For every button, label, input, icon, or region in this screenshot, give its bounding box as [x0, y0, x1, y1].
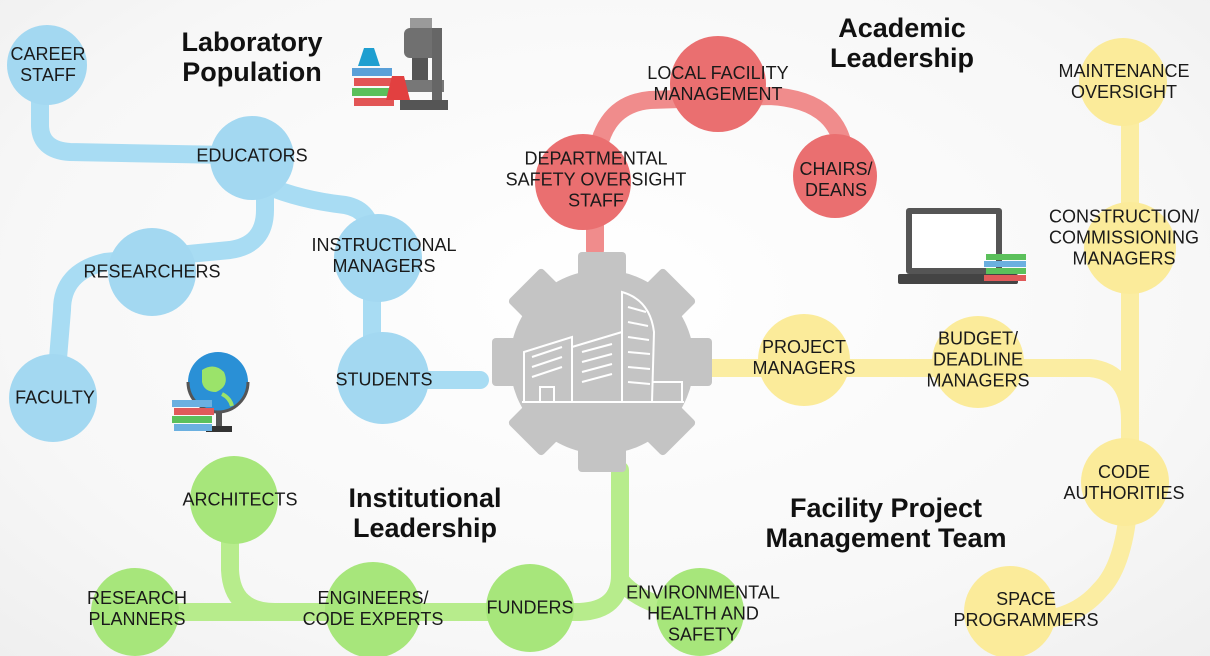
- label-budget-deadline-managers: BUDGET/ DEADLINE MANAGERS: [926, 328, 1030, 391]
- label-maintenance-oversight: MAINTENANCE OVERSIGHT: [1058, 61, 1190, 102]
- title-facility-project-management-team: Facility Project Management Team: [765, 493, 1007, 553]
- title-institutional-leadership: Institutional Leadership: [348, 483, 502, 543]
- laptop-books-icon: [898, 208, 1026, 284]
- label-educators: EDUCATORS: [196, 145, 308, 166]
- label-architects: ARCHITECTS: [182, 489, 298, 510]
- label-chairs-deans: CHAIRS/ DEANS: [799, 159, 873, 200]
- label-career-staff: CAREER STAFF: [10, 44, 86, 85]
- label-funders: FUNDERS: [486, 597, 574, 618]
- node-architects: [190, 456, 278, 544]
- label-researchers: RESEARCHERS: [83, 261, 221, 282]
- node-departmental: [535, 134, 631, 230]
- node-budget: [932, 316, 1024, 408]
- label-space-programmers: SPACE PROGRAMMERS: [953, 589, 1099, 630]
- label-instructional-managers: INSTRUCTIONAL MANAGERS: [311, 235, 457, 276]
- node-career-staff: [7, 25, 87, 105]
- building-gear-icon: [492, 252, 712, 472]
- node-faculty: [9, 354, 97, 442]
- yellow-nodes: [758, 38, 1176, 656]
- label-departmental-safety-oversight-staff: DEPARTMENTAL SAFETY OVERSIGHT STAFF: [505, 148, 687, 211]
- title-academic-leadership: Academic Leadership: [829, 13, 975, 73]
- label-project-managers: PROJECT MANAGERS: [752, 337, 856, 378]
- node-ehs: [656, 568, 744, 656]
- node-space-programmers: [964, 566, 1056, 656]
- node-local-facility: [670, 36, 766, 132]
- label-code-authorities: CODE AUTHORITIES: [1063, 462, 1185, 503]
- red-nodes: [535, 36, 877, 230]
- node-project-managers: [758, 314, 850, 406]
- title-laboratory-population: Laboratory Population: [181, 27, 323, 87]
- label-research-planners: RESEARCH PLANNERS: [86, 588, 188, 629]
- node-instructional-managers: [334, 214, 422, 302]
- microscope-books-icon: [352, 18, 448, 110]
- green-nodes: [91, 456, 744, 656]
- globe-books-icon: [172, 352, 250, 432]
- node-funders: [486, 564, 574, 652]
- label-construction-commissioning-managers: CONSTRUCTION/ COMMISSIONING MANAGERS: [1048, 206, 1200, 269]
- node-chairs-deans: [793, 134, 877, 218]
- label-students: STUDENTS: [335, 369, 433, 390]
- blue-nodes: [7, 25, 429, 442]
- node-research-planners: [91, 568, 179, 656]
- label-faculty: FACULTY: [15, 387, 95, 408]
- node-code-authorities: [1081, 438, 1169, 526]
- label-engineers-code-experts: ENGINEERS/ CODE EXPERTS: [302, 588, 444, 629]
- node-maintenance: [1079, 38, 1167, 126]
- label-environmental-health-and-safety: ENVIRONMENTAL HEALTH AND SAFETY: [626, 582, 780, 645]
- node-construction: [1084, 202, 1176, 294]
- node-engineers: [325, 562, 421, 656]
- node-educators: [210, 116, 294, 200]
- label-local-facility-management: LOCAL FACILITY MANAGEMENT: [647, 63, 789, 104]
- node-researchers: [108, 228, 196, 316]
- node-students: [337, 332, 429, 424]
